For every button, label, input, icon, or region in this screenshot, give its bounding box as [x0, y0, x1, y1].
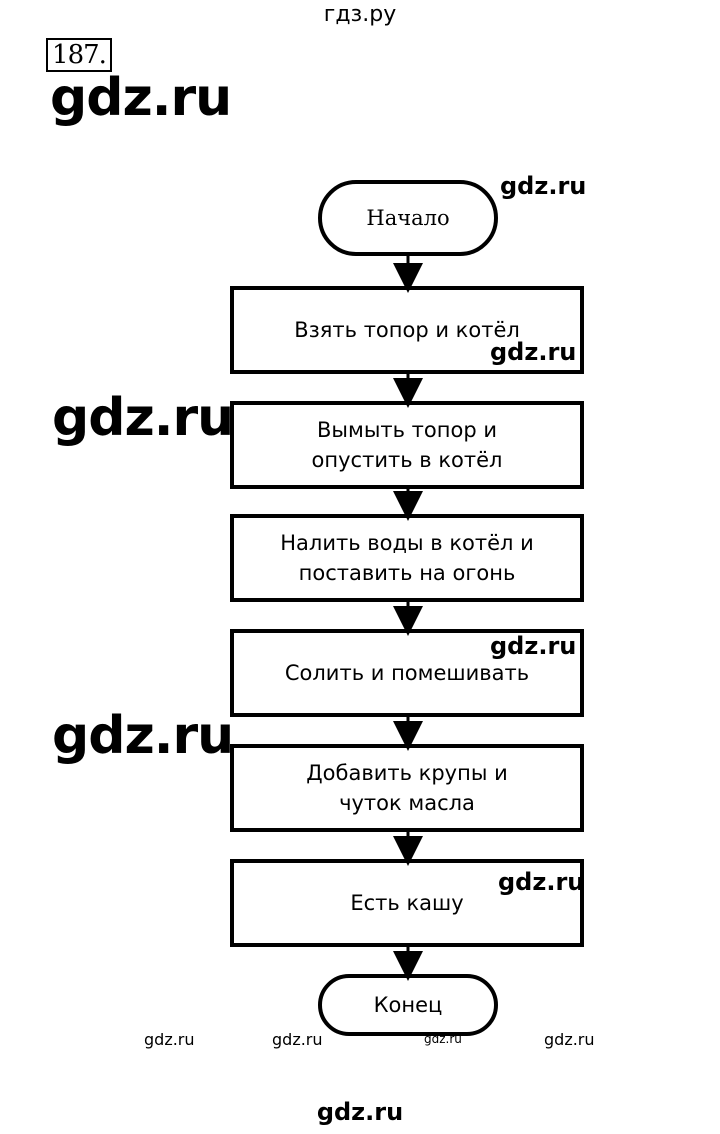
watermark-small-1: gdz.ru: [144, 1030, 195, 1049]
watermark-medium-3: gdz.ru: [490, 632, 577, 660]
watermark-large-1: gdz.ru: [50, 68, 232, 128]
process-step-3-label: Налить воды в котёл и поставить на огонь: [280, 531, 534, 585]
process-step-6-label: Есть кашу: [350, 891, 464, 915]
process-box-5: [230, 744, 584, 832]
watermark-medium-2: gdz.ru: [490, 338, 577, 366]
process-box-4: [230, 629, 584, 717]
watermark-medium-4: gdz.ru: [498, 868, 585, 896]
process-box-6: [230, 859, 584, 947]
process-step-1-label: Взять топор и котёл: [294, 318, 520, 342]
watermark-large-2: gdz.ru: [52, 388, 234, 448]
end-terminator-label: Конец: [373, 993, 443, 1017]
process-box-1: [230, 286, 584, 374]
watermark-medium-1: gdz.ru: [500, 172, 587, 200]
page-header-title: гдз.ру: [323, 2, 397, 27]
process-box-2: [230, 401, 584, 489]
watermark-small-4: gdz.ru: [544, 1030, 595, 1049]
process-step-5-label: Добавить крупы и чуток масла: [306, 761, 508, 815]
watermark-footer: gdz.ru: [316, 1098, 404, 1126]
start-terminator-label: Начало: [366, 206, 450, 230]
watermark-large-3: gdz.ru: [52, 706, 234, 766]
process-step-2-label: Вымыть топор и опустить в котёл: [311, 418, 503, 472]
task-number-box: 187.: [46, 38, 112, 72]
process-step-4-label: Солить и помешивать: [284, 661, 530, 685]
watermark-small-2: gdz.ru: [272, 1030, 323, 1049]
watermark-small-3: gdz.ru: [424, 1032, 462, 1046]
